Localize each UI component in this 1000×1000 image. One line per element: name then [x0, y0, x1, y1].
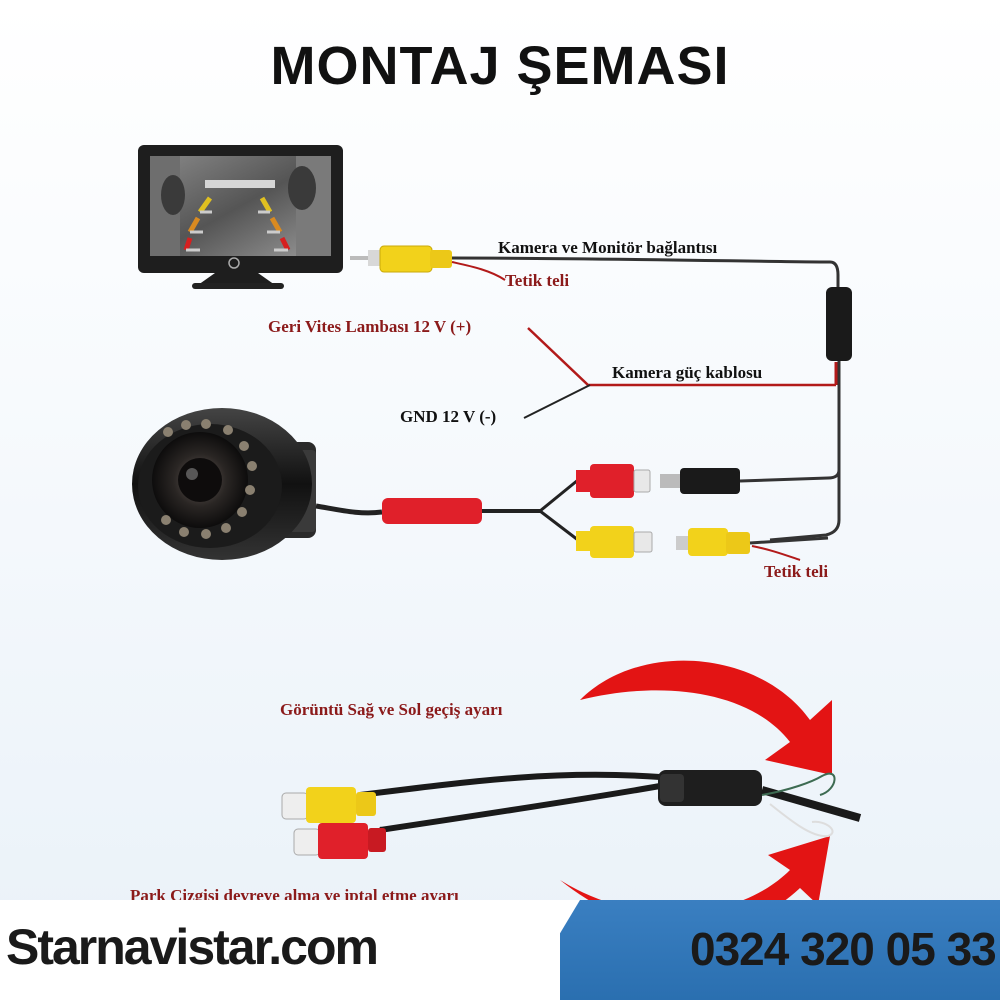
page-title: MONTAJ ŞEMASI [270, 36, 730, 96]
power-cable [523, 327, 838, 419]
camera-cable [382, 478, 579, 542]
settings-cable [281, 770, 862, 859]
monitor [138, 145, 343, 289]
label-trigger-wire-top: Tetik teli [505, 271, 570, 290]
label-trigger-wire-bottom: Tetik teli [764, 562, 829, 581]
label-gnd: GND 12 V (-) [400, 407, 497, 426]
inline-junction [769, 287, 852, 542]
label-reverse-light: Geri Vites Lambası 12 V (+) [268, 317, 472, 336]
footer: Starnavistar.com 0324 320 05 33 [0, 900, 1000, 1000]
label-mirror-setting: Görüntü Sağ ve Sol geçiş ayarı [280, 700, 503, 719]
website-link[interactable]: Starnavistar.com [6, 919, 379, 975]
phone-number[interactable]: 0324 320 05 33 [690, 923, 997, 975]
monitor-rca-cable [350, 245, 840, 292]
label-camera-monitor: Kamera ve Monitör bağlantısı [498, 238, 718, 257]
video-connector-pair [576, 526, 829, 561]
label-power-cable: Kamera güç kablosu [612, 363, 763, 382]
camera [132, 408, 383, 560]
top-red-arrow [580, 660, 832, 775]
power-connector-pair [576, 464, 841, 498]
